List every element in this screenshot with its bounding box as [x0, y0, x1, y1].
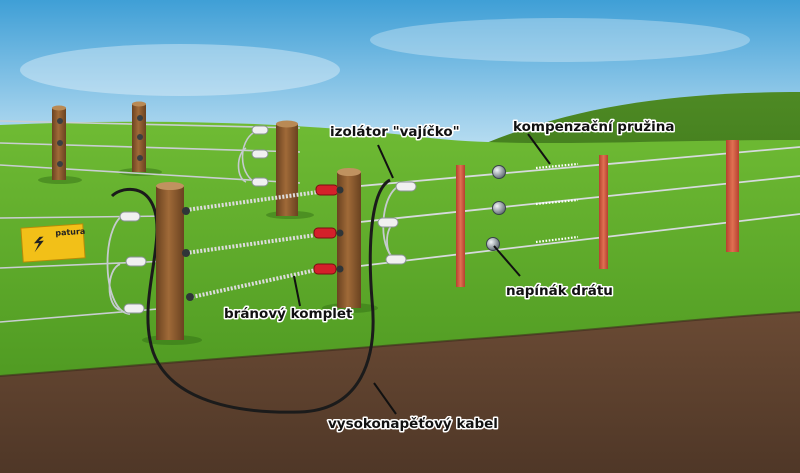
- leader-hv-cable: [373, 382, 397, 415]
- cloud: [370, 18, 750, 62]
- leader-lines: [293, 133, 551, 415]
- soil-edge: [0, 311, 800, 377]
- label-gate-kit: bránový komplet: [224, 306, 353, 322]
- wooden-post: [276, 124, 298, 216]
- compensation-springs: [535, 162, 579, 244]
- red-post: [599, 155, 608, 269]
- red-post: [726, 140, 739, 252]
- sign-brand: patura: [55, 227, 86, 238]
- wooden-post: [156, 186, 184, 340]
- label-hv-cable: vysokonapěťový kabel: [328, 416, 498, 432]
- front-posts: [156, 168, 361, 340]
- cloud: [20, 44, 340, 96]
- gate-springs: [185, 190, 319, 299]
- leader-insulator-egg: [377, 144, 394, 179]
- wooden-post: [337, 172, 361, 308]
- front-egg-insulators: [119, 211, 147, 314]
- leader-wire-tensioner: [493, 245, 521, 277]
- red-post: [456, 165, 465, 287]
- soil: [0, 312, 800, 473]
- middle-egg-insulators: [377, 181, 417, 265]
- left-fence-wires: [0, 120, 301, 184]
- label-wire-tensioner: napínák drátu: [506, 283, 613, 299]
- leader-compensation-spring: [527, 133, 551, 165]
- gate-handles: [313, 184, 339, 275]
- post-insulators: [57, 115, 143, 167]
- label-compensation-spring: kompenzační pružina: [513, 119, 674, 135]
- front-post-insulators: [182, 186, 344, 301]
- leader-gate-kit: [293, 275, 301, 307]
- high-voltage-cable: [110, 178, 391, 414]
- red-posts: [456, 140, 739, 287]
- warning-sign: patura: [20, 223, 86, 263]
- label-insulator-egg: izolátor "vajíčko": [330, 124, 460, 140]
- back-egg-insulators: [251, 125, 269, 187]
